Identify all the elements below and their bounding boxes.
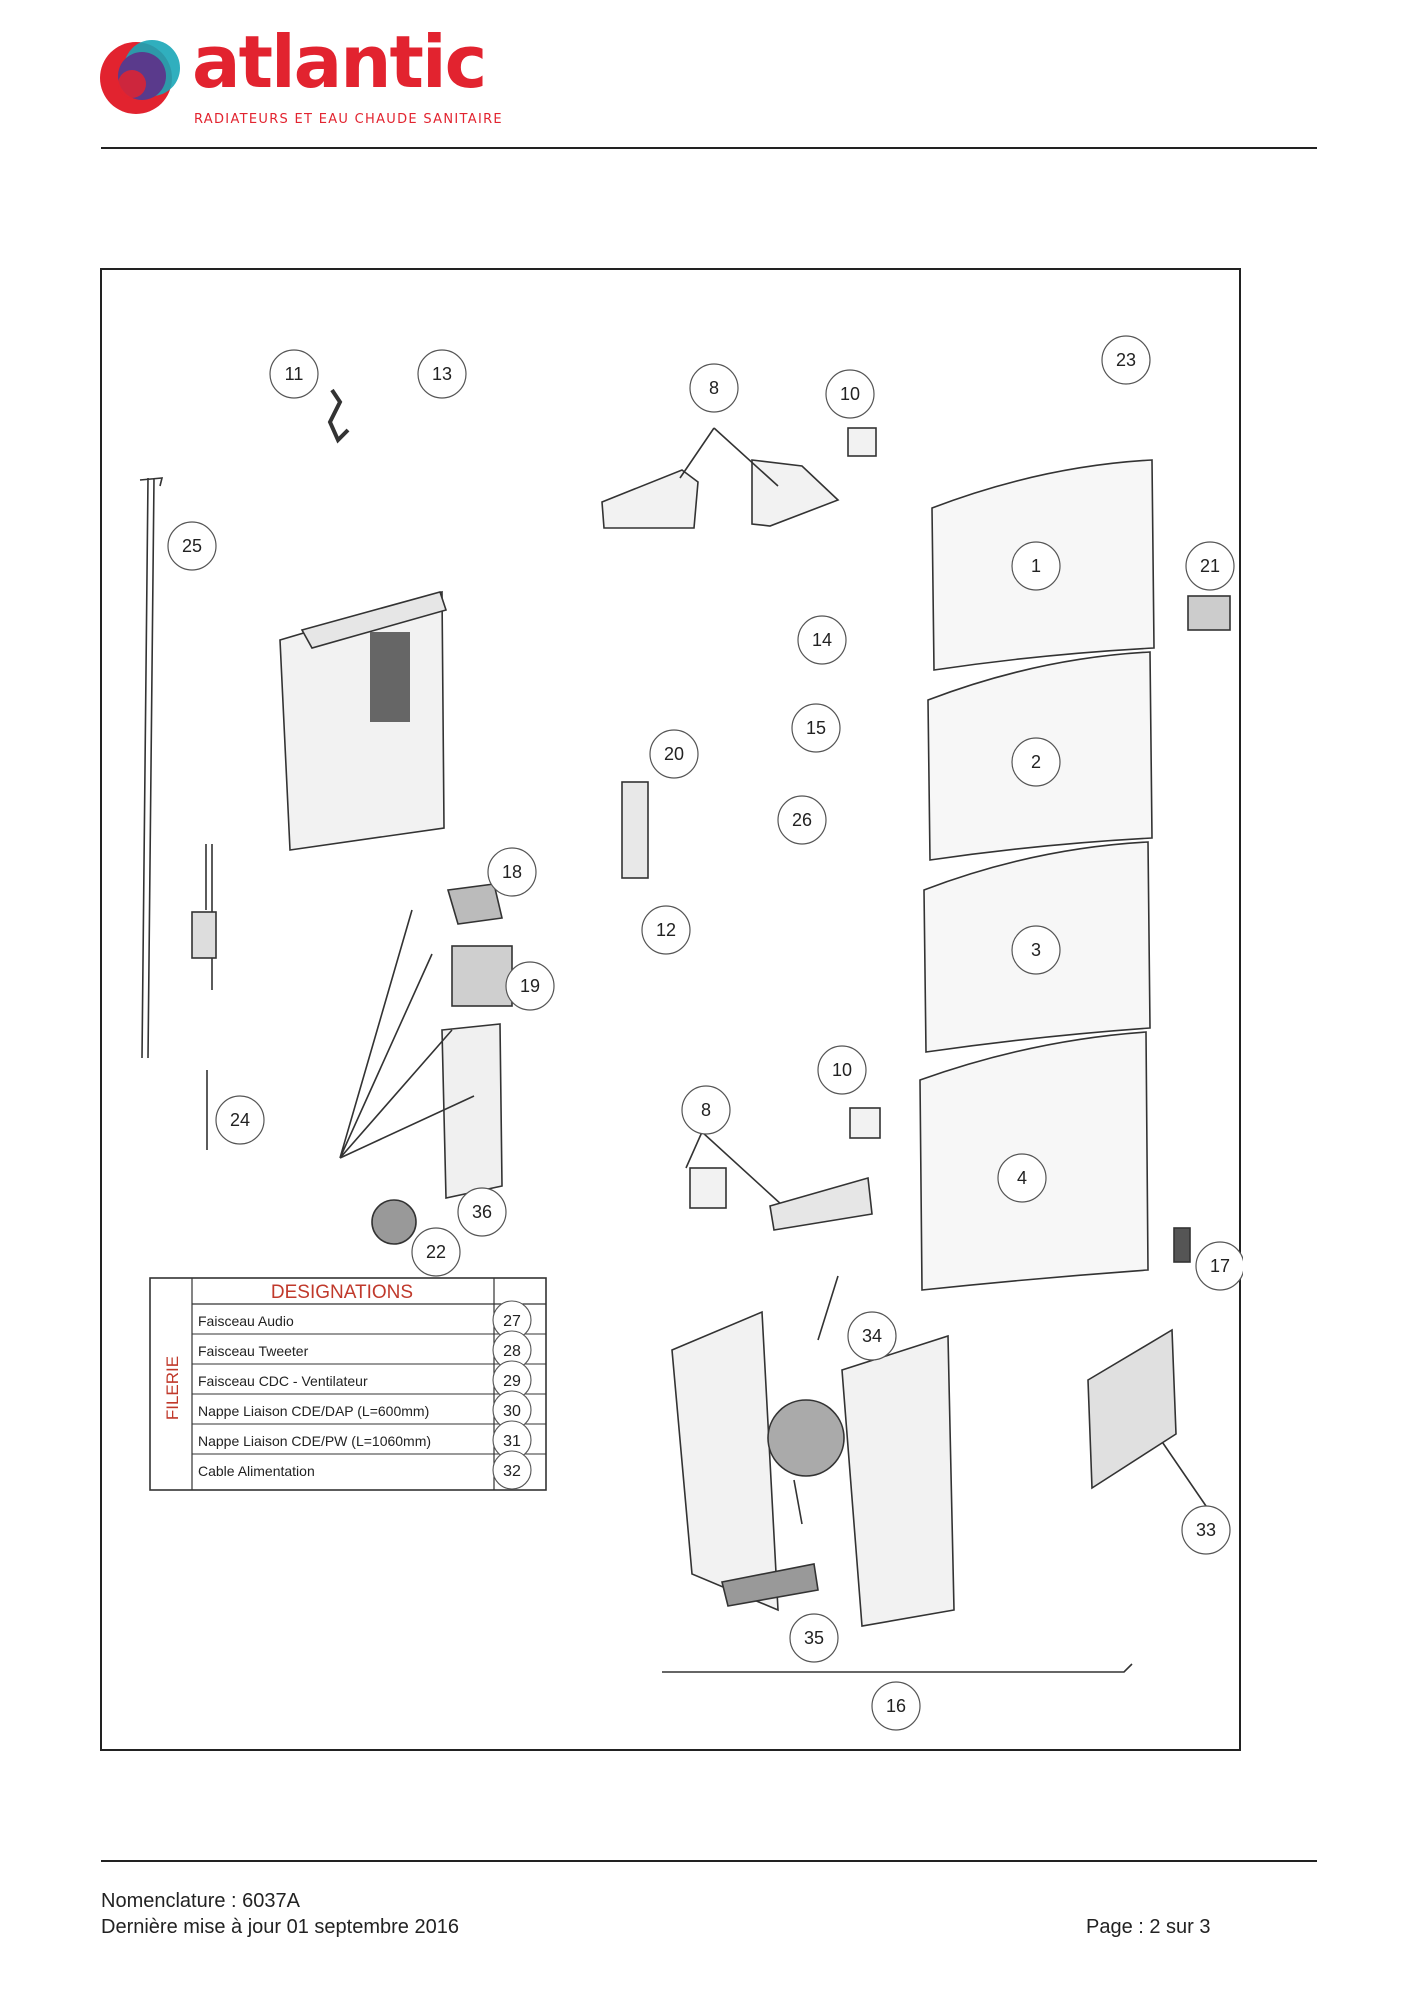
svg-text:10: 10 (840, 384, 860, 404)
table-row-ref: 31 (503, 1433, 521, 1450)
table-row-label: Nappe Liaison CDE/PW (L=1060mm) (198, 1433, 431, 1449)
svg-text:14: 14 (812, 630, 832, 650)
svg-text:19: 19 (520, 976, 540, 996)
designations-table: DESIGNATIONS FILERIE Faisceau Audio Fais… (149, 1277, 547, 1491)
svg-text:22: 22 (426, 1242, 446, 1262)
rod-part (139, 477, 164, 1059)
table-row-label: Cable Alimentation (198, 1463, 315, 1479)
svg-text:8: 8 (701, 1100, 711, 1120)
table-row-ref: 28 (503, 1343, 521, 1360)
footer-updated: Dernière mise à jour 01 septembre 2016 (101, 1916, 459, 1938)
table-row-label: Faisceau CDC - Ventilateur (198, 1373, 368, 1389)
diagram-drawing: 11 13 8 10 23 25 1 21 14 20 15 2 26 18 1… (139, 335, 1243, 1731)
table-row-label: Faisceau Audio (198, 1313, 294, 1329)
callout-17: 17 (1195, 1241, 1243, 1291)
brand-tagline: RADIATEURS ET EAU CHAUDE SANITAIRE (194, 112, 503, 127)
table-row-ref: 29 (503, 1373, 521, 1390)
brand-name: atlantic (192, 20, 487, 104)
callout-34: 34 (847, 1311, 897, 1361)
svg-text:17: 17 (1210, 1256, 1230, 1276)
callout-22: 22 (411, 1227, 461, 1277)
callout-36: 36 (457, 1187, 507, 1237)
callout-20: 20 (649, 729, 699, 779)
exploded-view-diagram: 11 13 8 10 23 25 1 21 14 20 15 2 26 18 1… (100, 268, 1243, 1751)
svg-text:8: 8 (709, 378, 719, 398)
svg-text:21: 21 (1200, 556, 1220, 576)
table-row-ref: 30 (503, 1403, 521, 1420)
callout-11: 11 (269, 349, 319, 399)
svg-text:2: 2 (1031, 752, 1041, 772)
svg-text:13: 13 (432, 364, 452, 384)
callout-16: 16 (871, 1681, 921, 1731)
svg-text:12: 12 (656, 920, 676, 940)
svg-text:36: 36 (472, 1202, 492, 1222)
cable-connector (191, 911, 217, 959)
table-title: DESIGNATIONS (271, 1282, 413, 1303)
footer-nomenclature: Nomenclature : 6037A (101, 1890, 301, 1912)
callout-24: 24 (215, 1095, 265, 1145)
cable-part (205, 844, 213, 1150)
svg-text:18: 18 (502, 862, 522, 882)
svg-text:20: 20 (664, 744, 684, 764)
footer-page-number: Page : 2 sur 3 (1086, 1916, 1211, 1938)
callout-8-bottom: 8 (681, 1085, 731, 1135)
footer-divider (101, 1860, 1317, 1862)
callout-10-bottom: 10 (817, 1045, 867, 1095)
callout-3: 3 (1011, 925, 1061, 975)
callout-18: 18 (487, 847, 537, 897)
svg-text:15: 15 (806, 718, 826, 738)
svg-text:24: 24 (230, 1110, 250, 1130)
callout-13: 13 (417, 349, 467, 399)
callout-12: 12 (641, 905, 691, 955)
logo-emblem-icon (100, 40, 180, 114)
svg-text:34: 34 (862, 1326, 882, 1346)
callout-26: 26 (777, 795, 827, 845)
callout-21: 21 (1185, 541, 1235, 591)
svg-text:25: 25 (182, 536, 202, 556)
callout-10-top: 10 (825, 369, 875, 419)
callout-23: 23 (1101, 335, 1151, 385)
svg-text:26: 26 (792, 810, 812, 830)
svg-text:4: 4 (1017, 1168, 1027, 1188)
svg-text:11: 11 (285, 364, 304, 384)
callout-35: 35 (789, 1613, 839, 1663)
callout-25: 25 (167, 521, 217, 571)
table-row-ref: 32 (503, 1463, 521, 1480)
table-row-label: Faisceau Tweeter (198, 1343, 309, 1359)
callout-33: 33 (1181, 1505, 1231, 1555)
callout-14: 14 (797, 615, 847, 665)
svg-text:33: 33 (1196, 1520, 1216, 1540)
table-group-label: FILERIE (163, 1356, 182, 1420)
callout-2: 2 (1011, 737, 1061, 787)
svg-text:23: 23 (1116, 350, 1136, 370)
header-divider (101, 147, 1317, 149)
svg-text:10: 10 (832, 1060, 852, 1080)
svg-text:16: 16 (886, 1696, 906, 1716)
svg-text:35: 35 (804, 1628, 824, 1648)
callout-8-top: 8 (689, 363, 739, 413)
svg-text:3: 3 (1031, 940, 1041, 960)
table-row-label: Nappe Liaison CDE/DAP (L=600mm) (198, 1403, 429, 1419)
brand-logo: atlantic RADIATEURS ET EAU CHAUDE SANITA… (98, 20, 538, 130)
callout-19: 19 (505, 961, 555, 1011)
callout-1: 1 (1011, 541, 1061, 591)
table-row-ref: 27 (503, 1313, 521, 1330)
callout-4: 4 (997, 1153, 1047, 1203)
svg-text:1: 1 (1031, 556, 1041, 576)
callout-15: 15 (791, 703, 841, 753)
